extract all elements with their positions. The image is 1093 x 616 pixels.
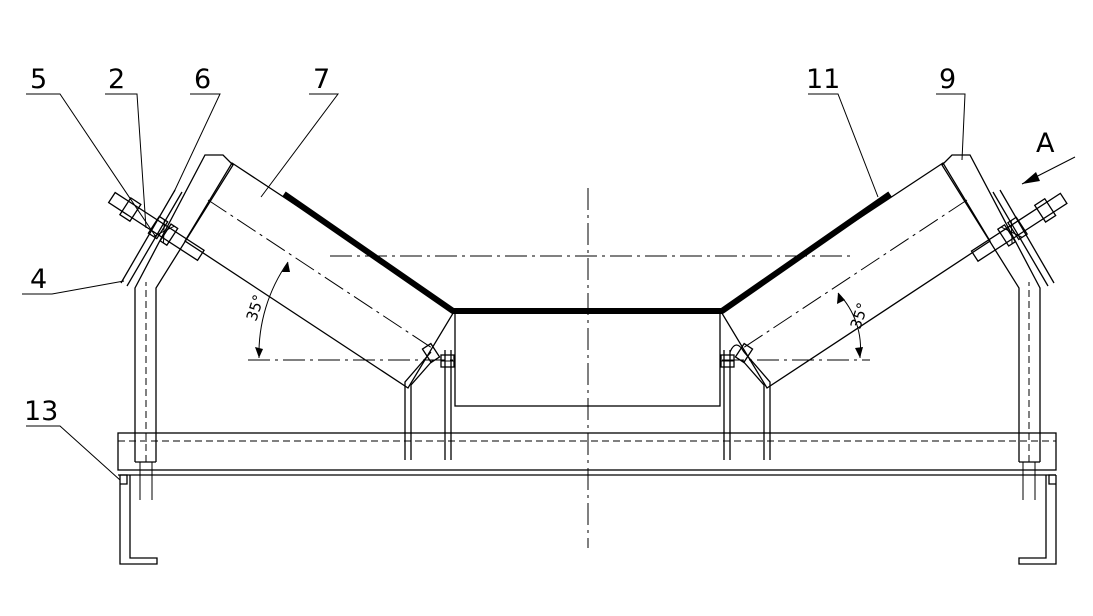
callout-5: 5	[30, 64, 47, 95]
left-side-bracket	[134, 154, 234, 500]
callout-labels: 5 2 6 7 11 9 4 13	[24, 64, 956, 427]
callout-6: 6	[194, 64, 211, 95]
left-end-hardware	[107, 189, 205, 287]
callout-11: 11	[806, 64, 840, 95]
callout-7: 7	[313, 64, 330, 95]
left-inner-support	[404, 342, 455, 460]
left-wing-roller	[184, 162, 456, 389]
right-inner-support	[720, 342, 771, 460]
left-angle-dimension: 35°	[243, 261, 290, 359]
right-wing-roller	[719, 162, 991, 389]
callout-4: 4	[30, 264, 47, 295]
callout-leaders	[22, 93, 966, 481]
center-lines	[248, 188, 870, 548]
base-frame	[117, 432, 1057, 476]
right-angle-label: 35°	[847, 300, 872, 331]
view-arrow-a: A	[1021, 128, 1076, 185]
view-label-a: A	[1036, 128, 1055, 159]
left-channel	[119, 474, 158, 565]
right-channel	[1018, 474, 1057, 565]
callout-13: 13	[24, 396, 58, 427]
callout-2: 2	[108, 64, 125, 95]
conveyor-belt	[282, 191, 892, 314]
right-end-hardware	[970, 189, 1068, 287]
right-angle-dimension: 35°	[837, 292, 872, 359]
left-angle-label: 35°	[243, 292, 268, 323]
callout-9: 9	[939, 64, 956, 95]
right-side-bracket	[941, 154, 1041, 500]
